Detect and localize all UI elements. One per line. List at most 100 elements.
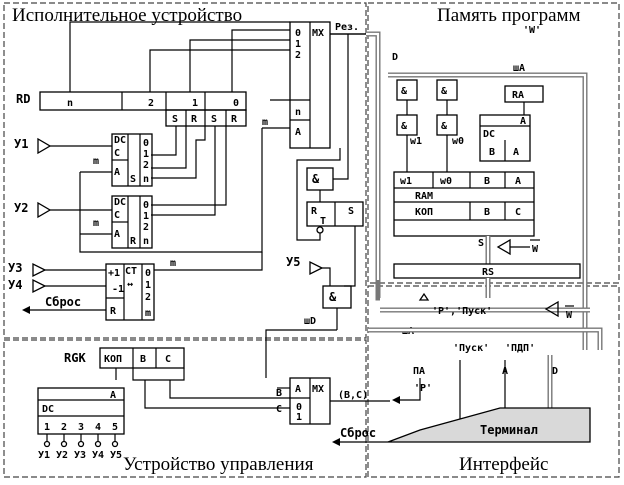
dc2-o2: 2 (143, 222, 149, 233)
mx2-c: C (276, 404, 282, 415)
mx1-block: MX 0 1 2 n A (289, 21, 331, 149)
dc3-y4: У4 (92, 450, 104, 461)
rd-r1: R (191, 114, 198, 125)
dc1-a: A (114, 167, 120, 178)
ram-label: RAM (415, 191, 433, 202)
mw1: w1 (410, 136, 422, 147)
w-bar-buffer-2 (544, 300, 559, 318)
dc-to-rd-wires (151, 126, 227, 216)
dc3-outputs: У1 У2 У3 У4 У5 (38, 434, 122, 461)
pdp-a: A (502, 366, 508, 377)
rs-s: S (478, 238, 484, 249)
trig-r: R (311, 206, 318, 217)
mem-d-label: D (392, 52, 398, 63)
ct-om: m (145, 308, 151, 319)
y2-buffer (37, 201, 52, 219)
pusk-label: 'Пуск' (453, 343, 489, 354)
mand4: & (441, 121, 448, 132)
memdc-a: A (520, 116, 526, 127)
ram-b: B (484, 176, 490, 187)
rd-bit-1: 1 (192, 98, 198, 109)
ram-block: w1 w0 B A RAM КОП B C (393, 171, 535, 237)
memdc-a2: A (513, 147, 519, 158)
rd-register: RD n 2 1 0 S R S R (16, 91, 247, 127)
dc1-s: S (130, 174, 136, 185)
w-bar2-label: W (566, 310, 573, 321)
rgk-b: B (140, 354, 146, 365)
mand3: & (401, 121, 408, 132)
ct-m: m (170, 258, 176, 269)
mx1-in1: 1 (295, 39, 301, 50)
ram-w0: w0 (440, 176, 452, 187)
bc-label: (B,C) (338, 390, 368, 401)
mx1-sela: A (295, 127, 301, 138)
region-title-control: Устройство управления (123, 454, 314, 475)
dc3-y2: У2 (56, 450, 68, 461)
rs-register: RS (393, 263, 581, 279)
dc1-label: DC (114, 135, 126, 146)
mx1-seln: n (295, 107, 301, 118)
dc2-m: m (93, 218, 99, 229)
dc3-o5: 5 (112, 422, 118, 433)
dc3-a: A (110, 390, 116, 401)
y2-label: У2 (14, 201, 28, 215)
reset2-label: Сброс (340, 426, 376, 440)
and1-label: & (312, 172, 320, 186)
dc3-block: A DC 1 2 3 4 5 (37, 387, 125, 435)
rs-label: RS (482, 267, 494, 278)
dc3-o2: 2 (61, 422, 67, 433)
w-bar-buffer (496, 238, 511, 256)
dc1-block: DC C A 0 1 2 n S (111, 133, 153, 187)
dc3-y5: У5 (110, 450, 122, 461)
rd-r0: R (231, 114, 238, 125)
dc1-m: m (93, 156, 99, 167)
memdc-label: DC (483, 129, 495, 140)
mx2-block: MX A B C 0 1 (276, 377, 331, 425)
w-quote-label: 'W' (523, 25, 541, 36)
ram-a: A (515, 176, 521, 187)
y1-buffer (37, 137, 52, 155)
ct-block: +1 -1 R CT ↔ 0 1 2 m (105, 263, 155, 321)
dc2-on: n (143, 236, 149, 247)
dc1-o2: 2 (143, 160, 149, 171)
ram-c: C (515, 207, 521, 218)
rgk-label: RGK (64, 351, 86, 365)
res-label: Рез. (335, 22, 359, 33)
ct-label: CT (125, 266, 137, 277)
dc3-y1: У1 (38, 450, 50, 461)
if-d-label: D (552, 366, 558, 377)
dc1-o1: 1 (143, 149, 149, 160)
y3-label: У3 (8, 261, 22, 275)
ra-label: RA (512, 90, 524, 101)
y3-buffer (32, 262, 47, 278)
mx2-b: B (276, 388, 282, 399)
dc3-o4: 4 (95, 422, 101, 433)
ct-arrow: ↔ (127, 279, 133, 290)
mand1: & (401, 86, 408, 97)
pdp-label: 'ПДП' (505, 343, 535, 354)
ct-o1: 1 (145, 280, 151, 291)
region-title-memory: Память программ (437, 5, 581, 26)
ra-register: RA (504, 85, 544, 103)
dc3-y3: У3 (74, 450, 86, 461)
y4-buffer (32, 278, 47, 294)
and-gate-1: & (306, 167, 334, 191)
p-quote-label: 'P' (414, 383, 432, 394)
y5-label: У5 (286, 255, 300, 269)
address-bus-wire (79, 128, 263, 253)
w-bar-label: W (532, 244, 539, 255)
mx2-a: A (295, 384, 301, 395)
region-title-interface: Интерфейс (459, 454, 549, 475)
rd-output-wires (69, 21, 290, 92)
trig-s: S (348, 206, 354, 217)
mx1-label: MX (312, 28, 324, 39)
ct-dec: -1 (112, 284, 124, 295)
rd-label: RD (16, 92, 30, 106)
mx2-label: MX (312, 384, 324, 395)
dc3-label: DC (42, 404, 54, 415)
ram-b2: B (484, 207, 490, 218)
p-pusk-label: 'P','Пуск' (432, 306, 492, 317)
dc1-on: n (143, 174, 149, 185)
dc2-r: R (130, 236, 137, 247)
